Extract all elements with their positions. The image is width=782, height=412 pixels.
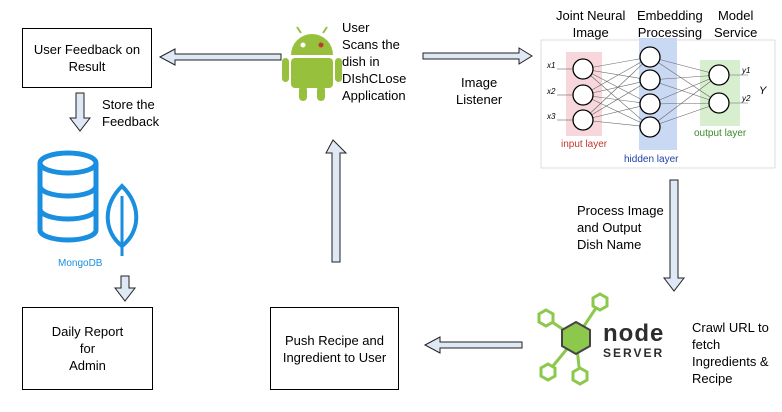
node-logo: node SERVER	[603, 320, 665, 361]
image-listener-label: Image Listener	[456, 75, 503, 107]
model-header-embedding: Embedding Processing	[637, 8, 703, 40]
process-image-label: Process Image and Output Dish Name	[577, 203, 664, 252]
database-icon	[37, 150, 99, 243]
model-header-joint: Joint Neural Image	[556, 8, 626, 40]
input-x2: x2	[547, 87, 556, 96]
input-x1: x1	[547, 61, 556, 70]
crawl-url-label: Crawl URL to fetch Ingredients & Recipe	[692, 320, 769, 386]
output-y1: y1	[742, 66, 751, 75]
arrow-node-to-push	[423, 336, 523, 354]
push-recipe-box: Push Recipe and Ingredient to User	[270, 307, 399, 390]
mongodb-label: MongoDB	[58, 258, 103, 269]
daily-report-box: Daily Report for Admin	[22, 307, 153, 390]
arrow-db-to-report	[113, 275, 137, 302]
model-header-service: Model Service	[714, 8, 758, 40]
server-logo-word: SERVER	[603, 346, 665, 360]
neural-network	[540, 38, 776, 169]
arrow-feedback-to-db	[68, 92, 92, 132]
mongodb-leaf-icon	[105, 183, 139, 256]
arrow-app-to-model	[422, 47, 533, 65]
input-x3: x3	[547, 112, 556, 121]
android-icon	[282, 26, 342, 101]
input-layer-caption: input layer	[561, 139, 608, 150]
node-molecule-icon	[537, 292, 609, 386]
output-layer-caption: output layer	[694, 128, 747, 139]
user-scans-label: User Scans the dish in DIshCLose Applica…	[342, 20, 407, 103]
hidden-layer-caption: hidden layer	[624, 154, 679, 165]
arrow-push-to-app	[325, 139, 348, 263]
user-feedback-box: User Feedback on Result	[22, 28, 152, 88]
store-feedback-label: Store the Feedback	[102, 97, 160, 129]
arrow-app-to-feedback	[158, 48, 282, 66]
node-logo-word: node	[603, 320, 665, 347]
output-y2: y2	[742, 94, 751, 103]
output-symbol: Y	[759, 85, 767, 97]
arrow-model-to-node	[662, 179, 686, 292]
